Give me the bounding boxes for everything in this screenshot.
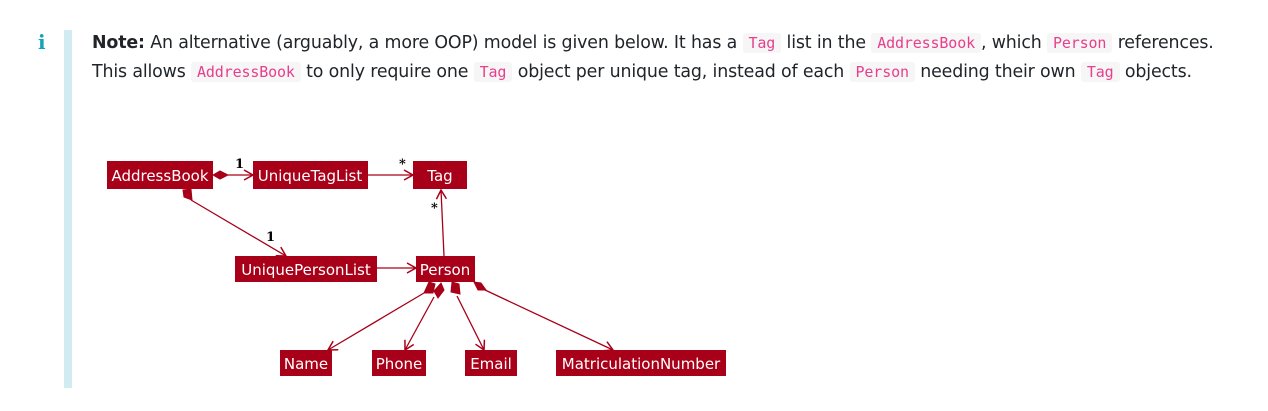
class-box — [280, 350, 332, 376]
inline-code-person: Person — [849, 61, 915, 82]
inline-code-tag: Tag — [742, 33, 782, 53]
composition-diamond — [182, 188, 193, 201]
class-box — [235, 256, 377, 282]
class-uniquetaglist: UniqueTagList — [253, 161, 368, 189]
class-label: Person — [420, 261, 470, 279]
class-label: MatriculationNumber — [562, 355, 721, 373]
note-text-part: object per unique tag, instead of each — [512, 61, 850, 82]
class-name: Name — [280, 350, 332, 376]
note-text-part: to only require one — [300, 61, 474, 82]
class-box — [253, 161, 368, 189]
class-addressbook: AddressBook — [107, 161, 213, 189]
inline-code-tag: Tag — [473, 61, 513, 82]
class-box — [107, 161, 213, 189]
callout-bar — [64, 30, 72, 388]
note-label: Note: — [92, 33, 145, 53]
note-text-part: , which — [980, 33, 1048, 53]
class-email: Email — [465, 350, 517, 376]
multiplicity-label: * — [431, 201, 438, 216]
class-box — [465, 350, 517, 376]
composition-diamond — [423, 281, 436, 294]
edge-person-phone — [404, 296, 435, 352]
class-box — [416, 256, 475, 282]
class-box — [372, 350, 426, 376]
note-text-part: needing their own — [914, 61, 1081, 82]
edge-addressbook-uniquepersonlist — [190, 199, 288, 257]
class-box — [556, 350, 726, 376]
class-label: Tag — [426, 167, 452, 185]
class-label: UniquePersonList — [241, 261, 371, 279]
class-uniquepersonlist: UniquePersonList — [235, 256, 377, 282]
class-tag: Tag — [413, 161, 467, 189]
class-label: Email — [470, 355, 512, 373]
class-label: AddressBook — [111, 167, 208, 185]
composition-diamond — [433, 282, 445, 299]
inline-code-tag: Tag — [1080, 61, 1120, 82]
edges — [182, 169, 615, 352]
class-person: Person — [416, 256, 475, 282]
edge-person-name — [326, 292, 425, 351]
class-label: Phone — [376, 355, 422, 373]
info-icon: i — [38, 30, 46, 54]
class-label: Name — [284, 355, 328, 373]
note-text-part: references. This allows — [92, 33, 1214, 82]
multiplicity-label: 1 — [266, 230, 275, 245]
edge-person-matriculationnumber — [484, 289, 615, 352]
class-label: UniqueTagList — [258, 167, 363, 185]
multiplicity-label: * — [399, 157, 406, 172]
inline-code-addressbook: AddressBook — [871, 33, 981, 53]
composition-diamond — [450, 281, 461, 295]
multiplicity-label: 1 — [235, 157, 244, 172]
composition-diamond — [473, 281, 487, 291]
note-text-part: An alternative (arguably, a more OOP) mo… — [144, 33, 743, 53]
composition-diamond — [211, 170, 230, 180]
class-matriculationnumber: MatriculationNumber — [556, 350, 726, 376]
class-phone: Phone — [372, 350, 426, 376]
class-box — [413, 161, 467, 189]
inline-code-addressbook: AddressBook — [191, 61, 301, 82]
note-text: Note: An alternative (arguably, a more O… — [92, 29, 1242, 86]
note-text-part: objects. — [1119, 61, 1192, 82]
edge-person-tag — [435, 188, 448, 257]
note-text-part: list in the — [781, 33, 872, 53]
inline-code-person: Person — [1047, 33, 1113, 53]
edge-person-email — [456, 295, 486, 352]
